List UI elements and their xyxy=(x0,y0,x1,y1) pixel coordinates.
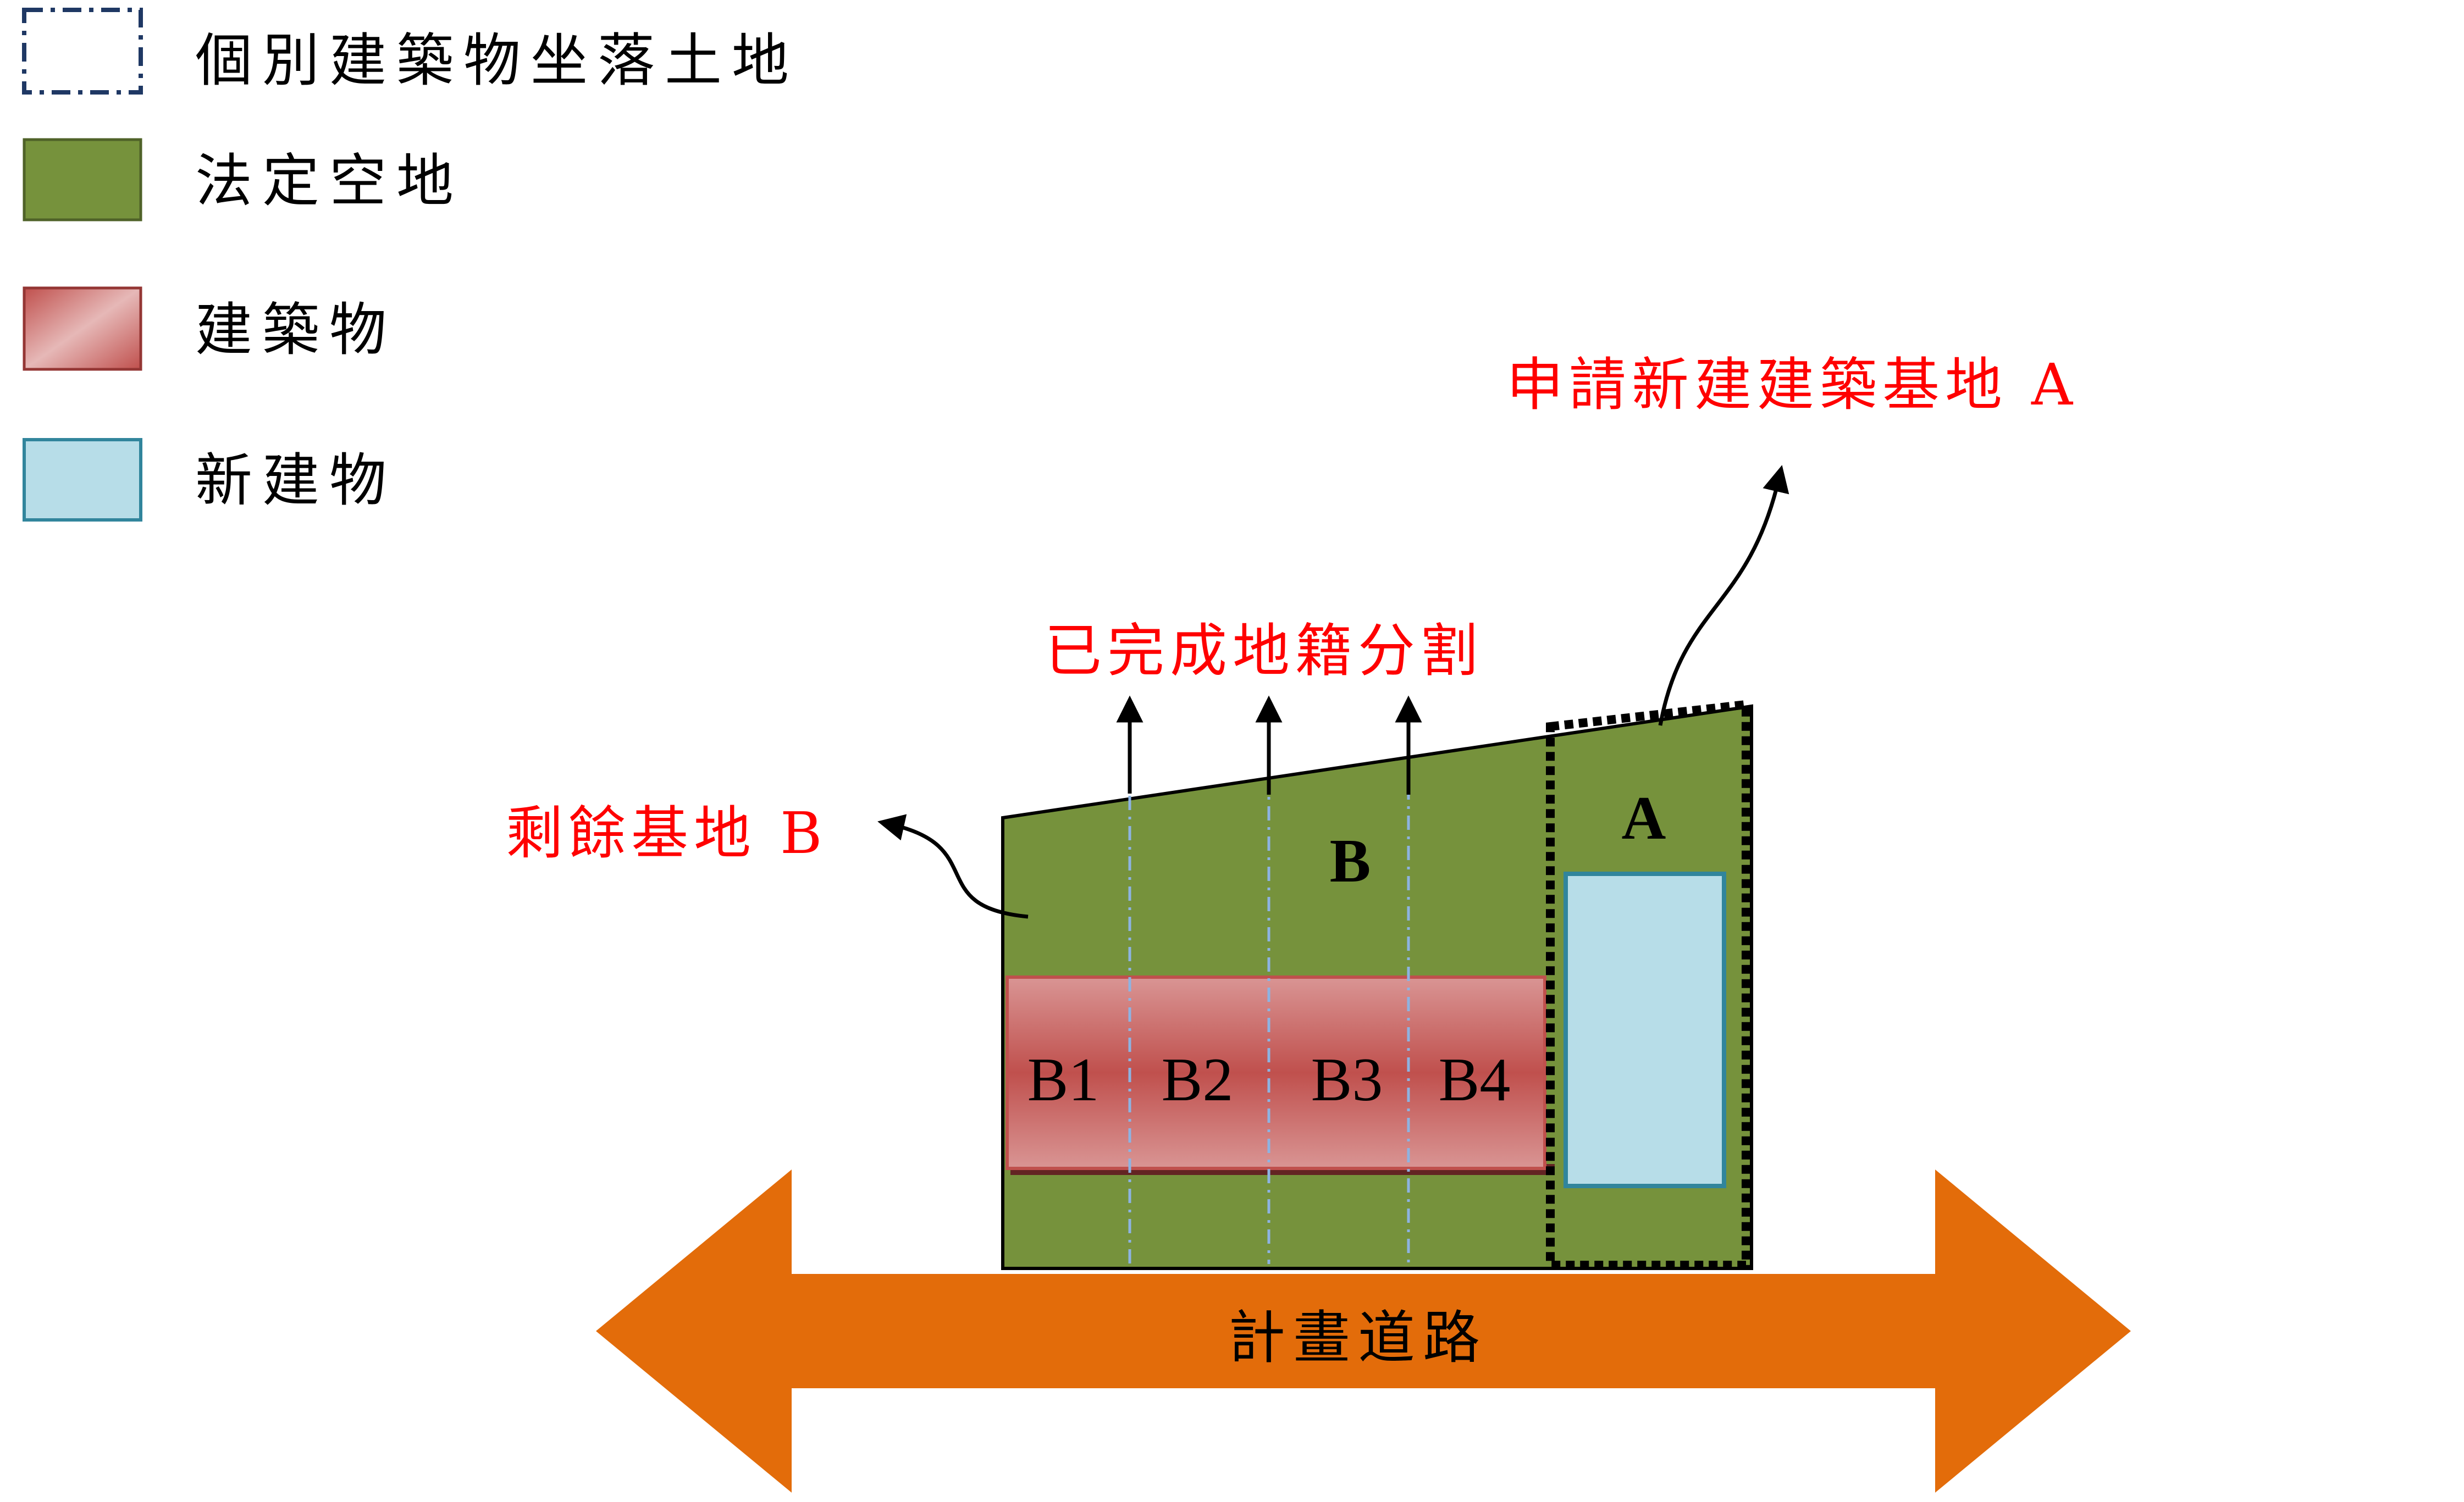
legend-label-new-building: 新建物 xyxy=(195,447,396,514)
site-a-label: 申請新建建築基地 A xyxy=(1506,351,2078,418)
site: B1 B2 B3 B4 A B xyxy=(1001,700,1753,1270)
remaining-b-mark: B xyxy=(1330,827,1371,895)
road-label: 計畫道路 xyxy=(1228,1304,1488,1371)
annotation-arrows xyxy=(877,465,1789,919)
unit-label-b2: B2 xyxy=(1162,1046,1234,1114)
legend-label-parcel: 個別建築物坐落土地 xyxy=(195,27,799,94)
new-building xyxy=(1564,872,1726,1188)
legend-swatch-parcel xyxy=(22,8,143,95)
site-a-arrow xyxy=(1658,465,1789,726)
legend-swatch-new-building xyxy=(23,438,142,522)
unit-label-b3: B3 xyxy=(1311,1046,1383,1114)
subdivision-lines xyxy=(1128,755,1410,1264)
site-b-label: 剩餘基地 B xyxy=(506,800,828,867)
site-b-arrow xyxy=(877,814,1029,919)
unit-label-b1: B1 xyxy=(1027,1046,1100,1114)
parcel-a-boundary xyxy=(1546,700,1750,1270)
existing-building xyxy=(1006,976,1546,1170)
legend-label-building: 建築物 xyxy=(195,296,396,363)
legend-swatch-building xyxy=(23,286,142,371)
subdivision-label: 已完成地籍分割 xyxy=(1045,617,1483,684)
legend-swatch-open-space xyxy=(23,138,142,221)
legend: 個別建築物坐落土地 法定空地 建築物 新建物 xyxy=(22,8,799,522)
legend-label-open-space: 法定空地 xyxy=(195,147,463,214)
unit-label-b4: B4 xyxy=(1439,1046,1511,1114)
parcel-a-mark: A xyxy=(1622,784,1666,852)
planned-road-arrow xyxy=(596,1170,2131,1493)
